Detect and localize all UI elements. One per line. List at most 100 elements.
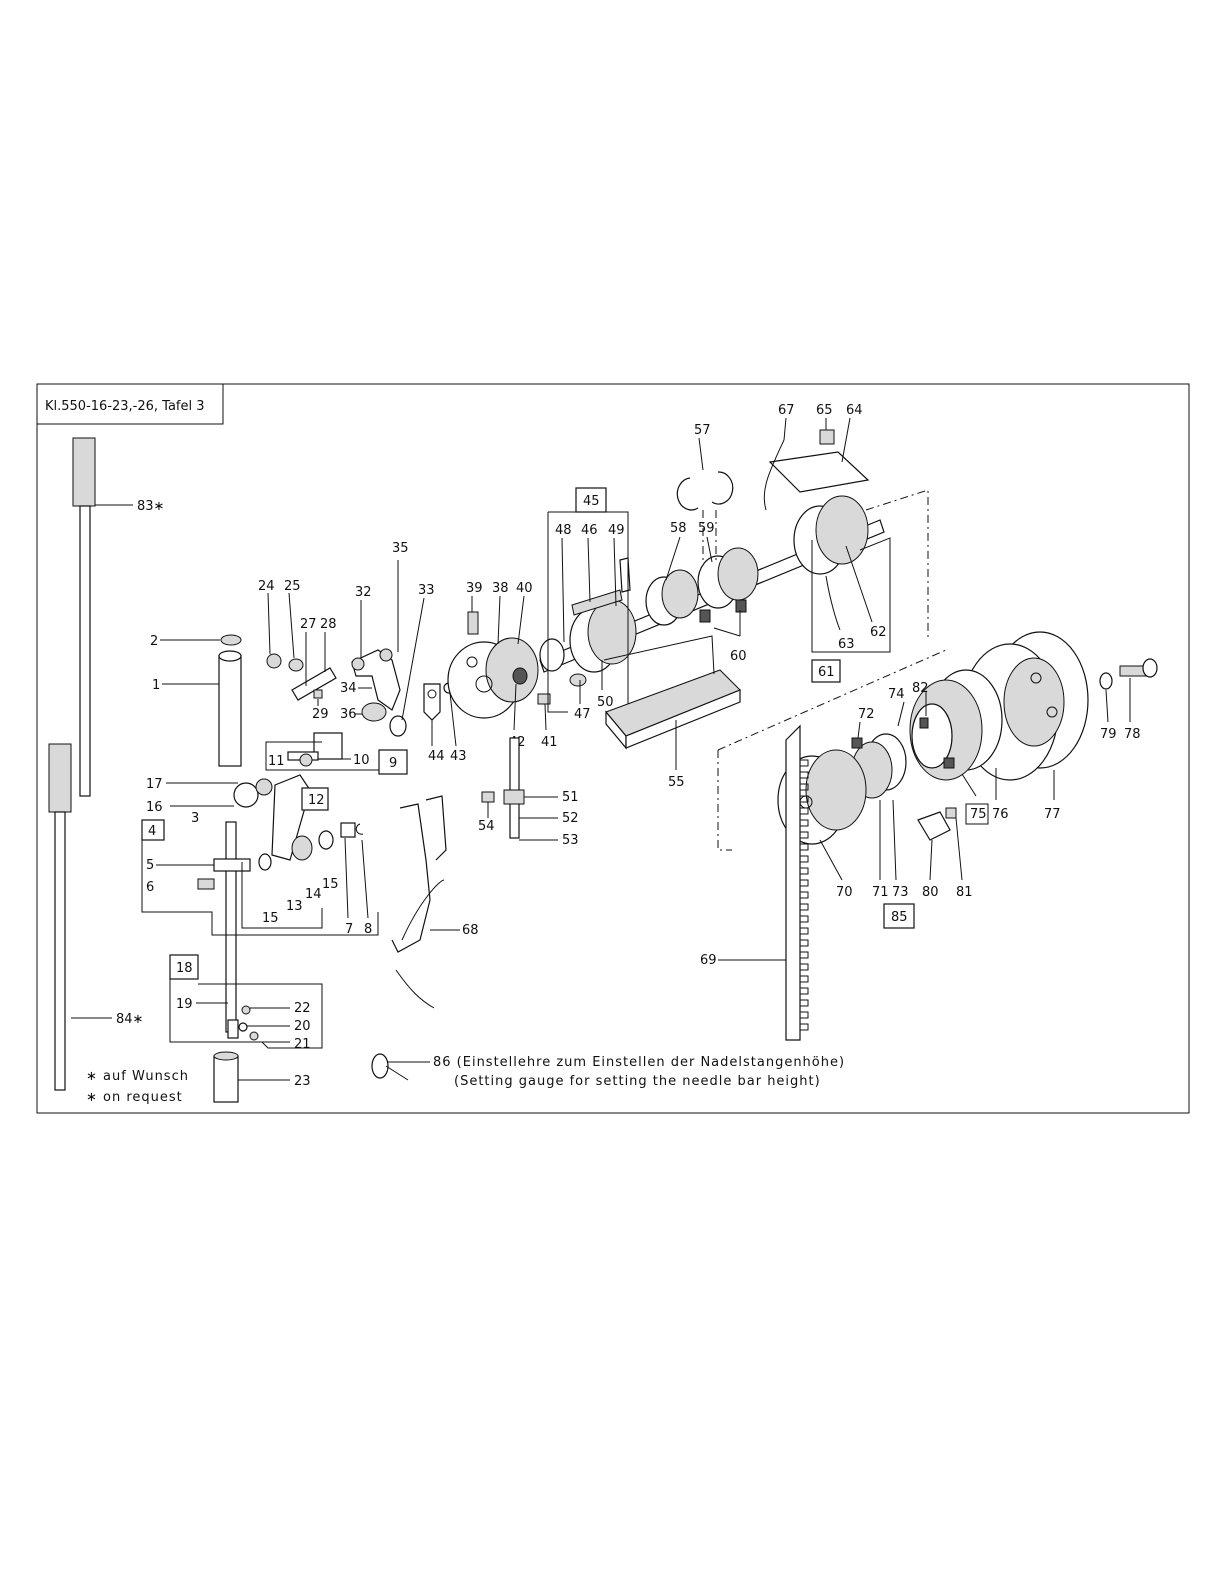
label-15-left: 15 (262, 911, 279, 926)
thread-guide-68 (391, 795, 460, 1009)
label-28: 28 (320, 617, 337, 632)
label-21: 21 (294, 1037, 311, 1052)
label-68: 68 (462, 923, 479, 938)
group-box-12 (301, 787, 329, 811)
label-77: 77 (1044, 807, 1061, 822)
label-67: 67 (778, 403, 795, 418)
label-10: 10 (353, 753, 370, 768)
label-81: 81 (956, 885, 973, 900)
label-36: 36 (340, 707, 357, 722)
label-83: 83∗ (137, 499, 164, 514)
label-1: 1 (152, 678, 160, 693)
group-label-9: 9 (389, 756, 397, 771)
label-70: 70 (836, 885, 853, 900)
label-38: 38 (492, 581, 509, 596)
tool-84 (48, 743, 112, 1091)
label-20: 20 (294, 1019, 311, 1034)
connecting-link (241, 774, 364, 929)
label-47: 47 (574, 707, 591, 722)
crank-disc (447, 595, 539, 731)
group-box-9 (378, 749, 408, 775)
label-22: 22 (294, 1001, 311, 1016)
label-24: 24 (258, 579, 275, 594)
label-73: 73 (892, 885, 909, 900)
label-46: 46 (581, 523, 598, 538)
label-53: 53 (562, 833, 579, 848)
label-43: 43 (450, 749, 467, 764)
label-79: 79 (1100, 727, 1117, 742)
label-49: 49 (608, 523, 625, 538)
label-51: 51 (562, 790, 579, 805)
label-78: 78 (1124, 727, 1141, 742)
label-11: 11 (268, 754, 285, 769)
label-44: 44 (428, 749, 445, 764)
label-63: 63 (838, 637, 855, 652)
eccentric-80-81 (917, 807, 963, 881)
group-label-12: 12 (308, 793, 325, 808)
label-76: 76 (992, 807, 1009, 822)
group-label-45: 45 (583, 494, 600, 509)
label-62: 62 (870, 625, 887, 640)
label-80: 80 (922, 885, 939, 900)
label-16: 16 (146, 800, 163, 815)
needle-clamp (196, 1002, 290, 1043)
label-23: 23 (294, 1074, 311, 1089)
title-box (36, 383, 224, 425)
gauge-note-de: 86 (Einstellehre zum Einstellen der Nade… (433, 1055, 845, 1070)
setting-gauge (371, 1053, 430, 1081)
needle-bar-clamp (156, 858, 251, 890)
group-label-4: 4 (148, 824, 156, 839)
needle-bar-sleeve (213, 1051, 290, 1103)
label-8: 8 (364, 922, 372, 937)
tool-83 (72, 437, 133, 797)
label-15-right: 15 (322, 877, 339, 892)
needle-bar (166, 782, 259, 1033)
group-label-85: 85 (891, 910, 908, 925)
upper-shaft (539, 495, 885, 687)
crank-pin (287, 732, 351, 767)
label-6: 6 (146, 880, 154, 895)
bracket-64 (763, 417, 870, 511)
label-13: 13 (286, 899, 303, 914)
group-box-45 (575, 487, 607, 513)
label-48: 48 (555, 523, 572, 538)
label-25: 25 (284, 579, 301, 594)
label-27: 27 (300, 617, 317, 632)
circlips (676, 437, 734, 560)
note-on-request: ∗ on request (86, 1090, 183, 1105)
diagram-frame (36, 383, 1190, 1114)
oil-pad (603, 635, 741, 770)
needle-bar-bushing (160, 634, 242, 767)
group-box-18 (169, 954, 199, 980)
label-57: 57 (694, 423, 711, 438)
label-75: 75 (970, 807, 987, 822)
box-75 (965, 803, 989, 825)
label-29: 29 (312, 707, 329, 722)
label-40: 40 (516, 581, 533, 596)
label-54: 54 (478, 819, 495, 834)
group-label-18: 18 (176, 961, 193, 976)
label-84: 84∗ (116, 1012, 143, 1027)
label-5: 5 (146, 858, 154, 873)
label-41: 41 (541, 735, 558, 750)
group-box-61 (811, 659, 841, 683)
label-82: 82 (912, 681, 929, 696)
gauge-note-en: (Setting gauge for setting the needle ba… (454, 1074, 821, 1089)
label-74: 74 (888, 687, 905, 702)
label-69: 69 (700, 953, 717, 968)
label-7: 7 (345, 922, 353, 937)
group-box-85 (883, 903, 915, 929)
screw-41 (537, 693, 551, 705)
thread-guide-rod (481, 737, 558, 841)
label-39: 39 (466, 581, 483, 596)
label-55: 55 (668, 775, 685, 790)
label-64: 64 (846, 403, 863, 418)
toothed-belt (718, 724, 809, 1041)
label-17: 17 (146, 777, 163, 792)
label-2: 2 (150, 634, 158, 649)
label-35: 35 (392, 541, 409, 556)
label-34: 34 (340, 681, 357, 696)
screw-78-washer-79 (1099, 658, 1158, 723)
label-32: 32 (355, 585, 372, 600)
label-58: 58 (670, 521, 687, 536)
